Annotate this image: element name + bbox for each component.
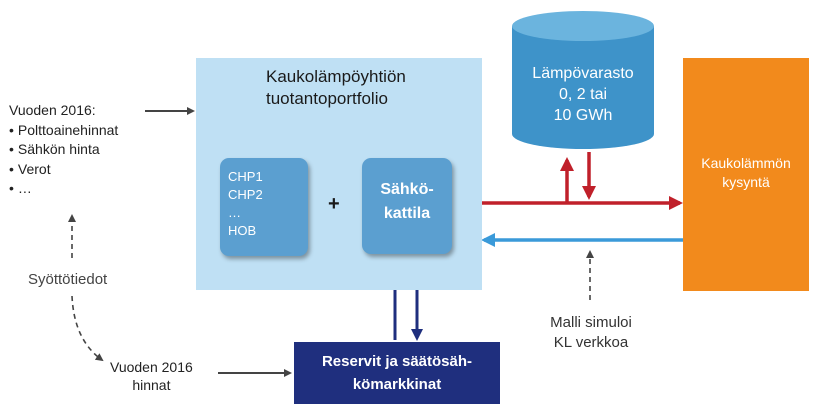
simulation-line2: KL verkkoa: [553, 334, 629, 351]
electric-boiler-box: Sähkö- kattila: [362, 158, 452, 254]
boiler-label-line1: Sähkö-: [380, 181, 434, 198]
plant-label: …: [228, 205, 241, 220]
heat-storage-cylinder: [512, 11, 654, 149]
plant-label: CHP2: [228, 187, 263, 202]
market-line1: Reservit ja säätösäh-: [321, 353, 473, 370]
plus-sign: +: [328, 193, 340, 215]
prices-label-line1: Vuoden 2016: [110, 359, 193, 375]
demand-line2: kysyntä: [722, 174, 770, 190]
inputs-list: Vuoden 2016: Polttoainehinnat Sähkön hin…: [9, 101, 118, 199]
prices-label: Vuoden 2016 hinnat: [110, 358, 193, 394]
portfolio-title-line2: tuotantoportfolio: [266, 89, 388, 108]
simulation-line1: Malli simuloi: [550, 314, 632, 331]
input-item: …: [9, 179, 118, 199]
storage-line1: Lämpövarasto: [532, 65, 634, 82]
input-item: Polttoainehinnat: [9, 121, 118, 141]
input-item: Verot: [9, 160, 118, 180]
storage-line2: 0, 2 tai: [558, 86, 608, 103]
prices-label-line2: hinnat: [132, 377, 171, 393]
reserve-market-box: Reservit ja säätösäh- kömarkkinat: [294, 342, 500, 404]
district-heat-demand-box: Kaukolämmön kysyntä: [683, 58, 809, 291]
heat-storage-label: Lämpövarasto 0, 2 tai 10 GWh: [512, 63, 654, 126]
simulation-label: Malli simuloi KL verkkoa: [526, 313, 656, 353]
demand-line1: Kaukolämmön: [701, 155, 791, 171]
plant-label: CHP1: [228, 169, 263, 184]
plant-label: HOB: [228, 223, 257, 238]
market-line2: kömarkkinat: [352, 376, 442, 393]
portfolio-title-line1: Kaukolämpöyhtiön: [266, 67, 406, 86]
inputs-heading: Vuoden 2016:: [9, 102, 96, 118]
portfolio-title: Kaukolämpöyhtiön tuotantoportfolio: [266, 66, 406, 110]
input-data-label: Syöttötiedot: [28, 271, 108, 288]
input-item: Sähkön hinta: [9, 140, 118, 160]
input-data-down-arrow: [71, 295, 104, 362]
chp-plants-box: CHP1 CHP2 … HOB: [220, 158, 308, 256]
storage-line3: 10 GWh: [553, 107, 613, 124]
boiler-label-line2: kattila: [383, 205, 431, 222]
